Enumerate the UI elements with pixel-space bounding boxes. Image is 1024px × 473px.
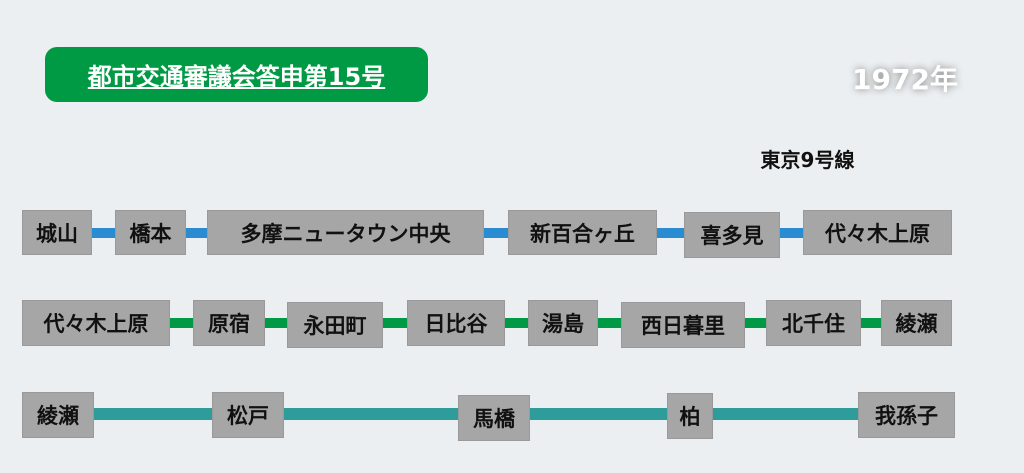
station: 代々木上原: [22, 300, 170, 346]
station: 綾瀬: [22, 392, 94, 438]
station: 城山: [22, 210, 92, 255]
station: 橋本: [115, 210, 186, 255]
station: 日比谷: [407, 300, 505, 346]
station: 原宿: [193, 300, 265, 346]
station: 湯島: [528, 300, 598, 346]
route-line-row1: [40, 228, 940, 238]
station: 代々木上原: [803, 210, 952, 255]
station: 喜多見: [684, 212, 780, 258]
station: 柏: [667, 393, 713, 439]
line-name-label: 東京9号線: [760, 148, 855, 172]
station: 馬橋: [458, 395, 530, 441]
station: 西日暮里: [621, 302, 745, 348]
station: 松戸: [212, 392, 284, 438]
title-badge: 都市交通審議会答申第15号: [45, 47, 428, 102]
station: 北千住: [766, 300, 861, 346]
station: 新百合ヶ丘: [508, 210, 657, 255]
station: 綾瀬: [881, 300, 952, 346]
station: 永田町: [287, 302, 383, 348]
station: 多摩ニュータウン中央: [207, 210, 484, 255]
year-label: 1972年: [852, 63, 958, 96]
station: 我孫子: [858, 392, 955, 438]
